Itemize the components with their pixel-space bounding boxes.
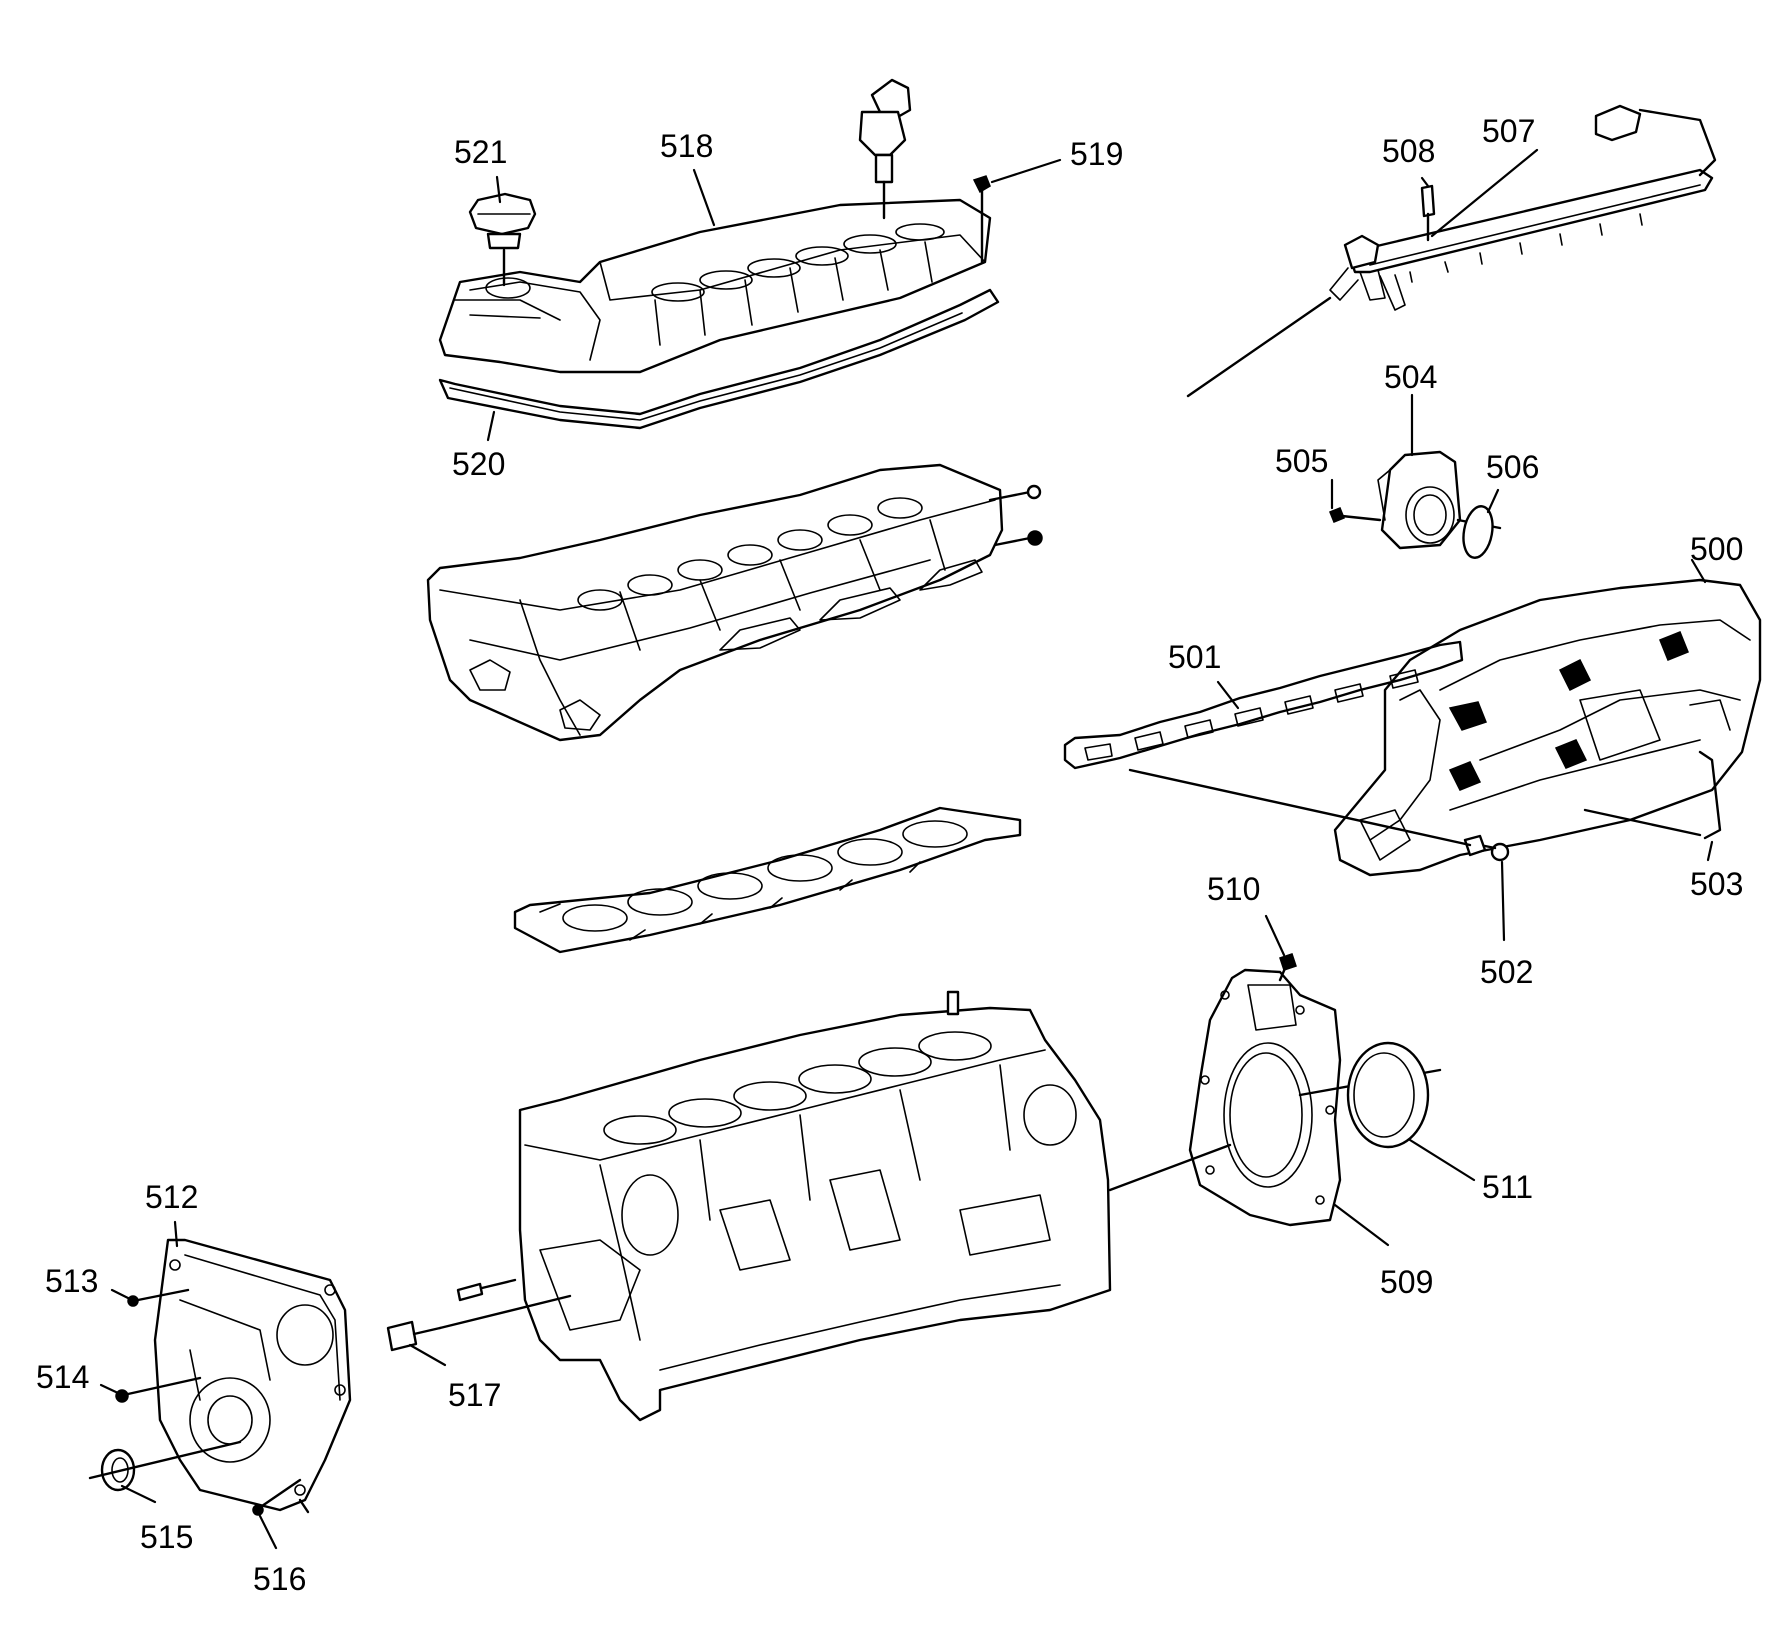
- fuel-rail: [1186, 104, 1717, 398]
- callout-511: 511: [1482, 1169, 1533, 1205]
- callout-519: 519: [1070, 136, 1123, 172]
- intake-manifold: [1333, 578, 1762, 877]
- bolt-519: [972, 175, 991, 264]
- cylinder-head: [426, 463, 1043, 742]
- callout-512: 512: [145, 1179, 198, 1215]
- callout-502: 502: [1480, 954, 1533, 990]
- front-cover: [153, 1238, 352, 1514]
- intake-manifold-gasket: [1063, 640, 1472, 847]
- bolt-516: [252, 1478, 302, 1516]
- callout-509: 509: [1380, 1264, 1433, 1300]
- throttle-body: [1377, 450, 1502, 550]
- ignition-coil: [858, 78, 912, 220]
- callout-515: 515: [140, 1519, 193, 1555]
- oil-fill-cap: [468, 192, 537, 287]
- bolt-505: [1329, 507, 1382, 523]
- front-seal: [88, 1440, 242, 1492]
- valve-cover-gasket: [438, 288, 1000, 430]
- head-gasket: [513, 806, 1022, 954]
- callout-514: 514: [36, 1359, 89, 1395]
- callout-508: 508: [1382, 133, 1435, 169]
- bolt-510: [1278, 953, 1297, 982]
- engine-block: [518, 990, 1112, 1422]
- valve-cover: [438, 198, 992, 374]
- leader-lines: [99, 148, 1714, 1550]
- rear-main-seal: [1346, 1041, 1430, 1149]
- callout-516: 516: [253, 1561, 306, 1597]
- callout-520: 520: [452, 446, 505, 482]
- throttle-body-seal-506: [1462, 505, 1494, 559]
- bolt-514: [115, 1376, 202, 1403]
- manifold-hose-503: [1583, 750, 1722, 840]
- bolt-517: [386, 1278, 572, 1352]
- callout-521: 521: [454, 134, 507, 170]
- callout-517: 517: [448, 1377, 501, 1413]
- rear-seal-housing: [1108, 968, 1442, 1227]
- callout-501: 501: [1168, 639, 1221, 675]
- callout-500: 500: [1690, 531, 1743, 567]
- callout-503: 503: [1690, 866, 1743, 902]
- callout-504: 504: [1384, 359, 1437, 395]
- callout-506: 506: [1486, 449, 1539, 485]
- callouts: 521 518 519 520 507 508 504 505 506 500 …: [36, 113, 1743, 1597]
- callout-507: 507: [1482, 113, 1535, 149]
- bolt-513: [127, 1288, 190, 1307]
- bolt-502: [1463, 834, 1510, 862]
- callout-518: 518: [660, 128, 713, 164]
- callout-505: 505: [1275, 443, 1328, 479]
- callout-513: 513: [45, 1263, 98, 1299]
- callout-510: 510: [1207, 871, 1260, 907]
